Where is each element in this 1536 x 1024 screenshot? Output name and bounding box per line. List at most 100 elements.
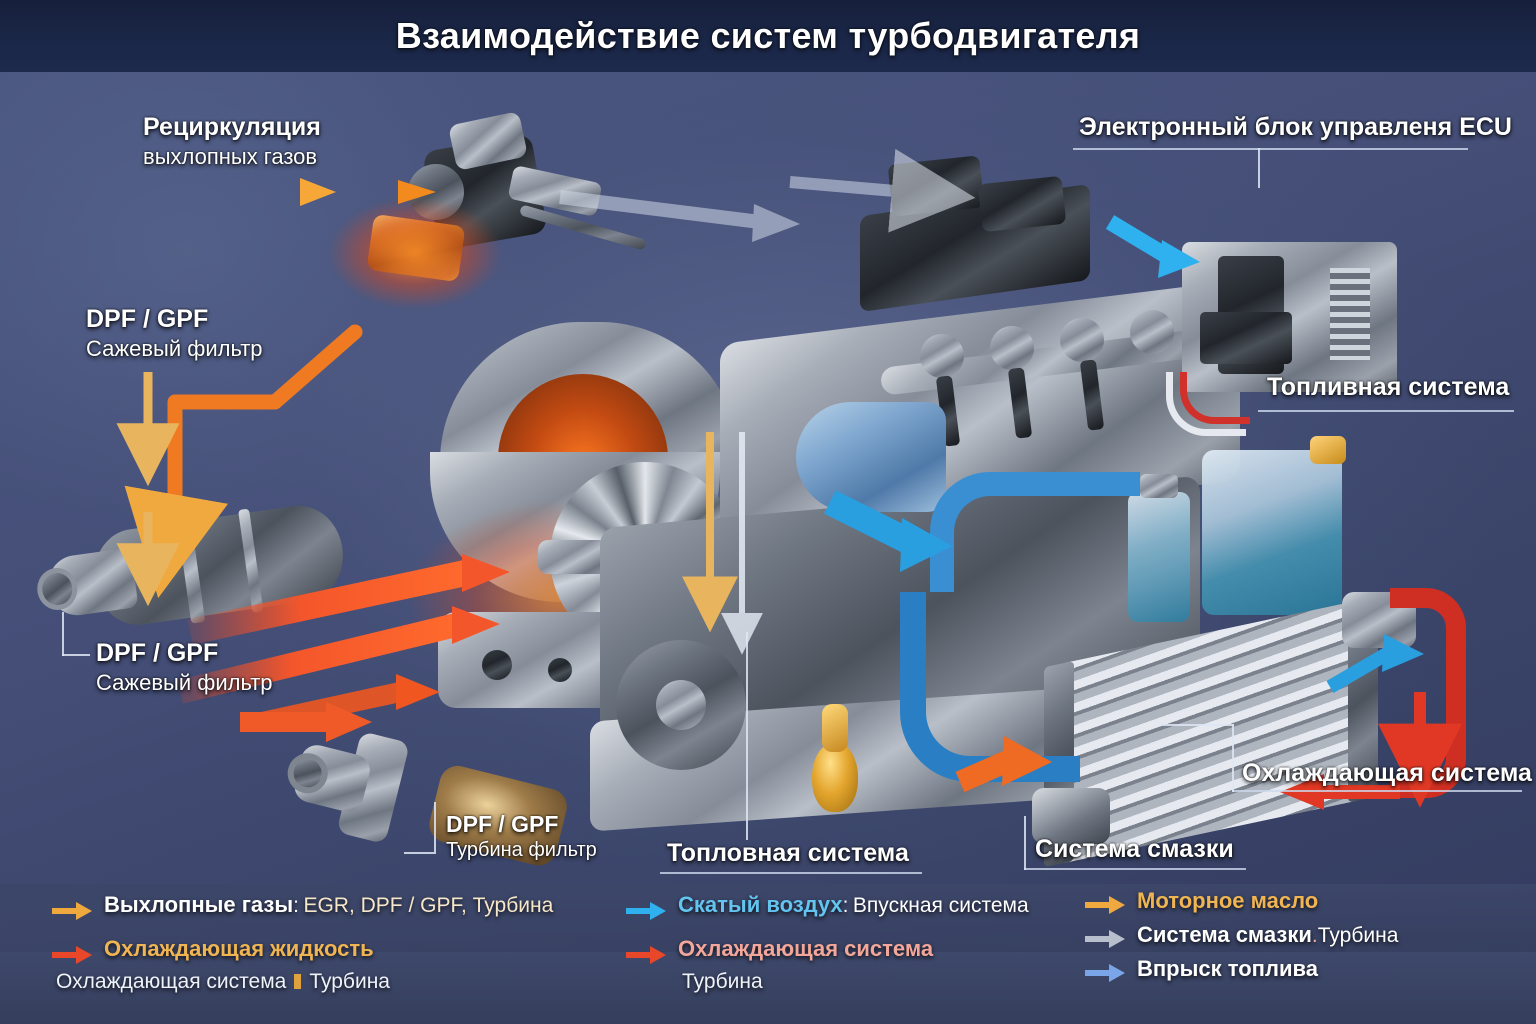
legend-arrow-icon (1085, 964, 1125, 982)
legend-row: Охлаждающая система (626, 936, 1076, 966)
callout-dpf-top-line2: Сажевый фильтр (86, 335, 263, 361)
callout-cooling: Охлаждающая система (1242, 758, 1532, 789)
callout-egr-line1: Рециркуляция (143, 113, 321, 141)
egr-ember-glow (330, 198, 500, 308)
arrow-egr-inbound (120, 178, 436, 206)
oil-dipstick-handle (822, 704, 848, 752)
legend-subline: Охлаждающая система Турбина (52, 970, 622, 994)
legend-value: Турбина (1317, 924, 1399, 947)
legend-row: Выхлопные газы: EGR, DPF / GPF, Турбина (52, 892, 622, 922)
cam-lobe-4 (1130, 310, 1174, 354)
flange-bolt-hole-1 (482, 650, 512, 680)
arrow-gas-flow-grey (559, 148, 976, 242)
callout-fuel-center-underline (660, 872, 922, 874)
callout-dpf-bottom-line1: DPF / GPF (446, 811, 559, 837)
legend-row-text: Скатый воздух: Впускная система (678, 892, 1029, 918)
intake-elbow (796, 402, 946, 512)
callout-dpf-bottom-line2: Турбина фильтр (446, 839, 597, 862)
legend-sep: : (293, 894, 299, 917)
cam-lobe-2 (990, 326, 1034, 370)
legend-value: Впускная система (852, 894, 1029, 917)
leader-cooling-v (1232, 724, 1234, 792)
coolant-tank-cap (1310, 436, 1346, 464)
legend-key: Охлаждающая жидкость (104, 936, 374, 961)
ecu-plug (1200, 312, 1292, 364)
arrow-sensor-to-ecu (1105, 215, 1200, 278)
legend-row: Скатый воздух: Впускная система (626, 892, 1076, 922)
legend-arrow-icon (52, 946, 92, 964)
callout-ecu: Электронный блок управленя ECU (1079, 112, 1512, 143)
callout-lubrication-line1: Система смазки (1035, 835, 1234, 863)
page-title: Взаимодействие систем турбодвигателя (395, 15, 1141, 56)
callout-ecu-line1: Электронный блок управленя ECU (1079, 113, 1512, 141)
intercooler-inlet-neck (1032, 788, 1110, 844)
legend-arrow-icon (626, 946, 666, 964)
legend-row: Моторное масло (1085, 888, 1525, 916)
legend-key: Охлаждающая система (678, 936, 934, 961)
callout-dpf-top-line1: DPF / GPF (86, 305, 209, 333)
legend-value: EGR, DPF / GPF, Турбина (303, 894, 554, 917)
legend-key: Моторное масло (1137, 888, 1319, 913)
callout-lubrication: Система смазки (1035, 834, 1234, 865)
ecu-wire-white (1166, 372, 1246, 436)
callout-cooling-underline (1232, 790, 1522, 792)
legend-key: Скатый воздух (678, 892, 843, 917)
legend-arrow-icon (1085, 896, 1125, 914)
callout-fuel-right-underline (1258, 410, 1514, 412)
callout-dpf-mid: DPF / GPF Сажевый фильтр (96, 638, 273, 696)
legend-sep: . (1311, 924, 1318, 947)
callout-fuel-center: Топловная система (667, 838, 909, 869)
leader-ecu-v (1258, 148, 1260, 188)
legend-row: Впрыск топлива (1085, 956, 1525, 984)
callout-ecu-underline (1073, 148, 1468, 150)
cam-lobe-3 (1060, 318, 1104, 362)
ecu-module (1182, 242, 1397, 392)
callout-fuel-right: Топливная система (1267, 372, 1509, 403)
legend-key: Впрыск топлива (1137, 956, 1318, 981)
legend-sub-separator (294, 974, 302, 989)
callout-egr: Рециркуляция выхлопных газов (143, 112, 321, 170)
legend-sub-right: Турбина (309, 970, 390, 993)
legend-arrow-icon (52, 902, 92, 920)
arrow-hot-air-to-intercooler (955, 736, 1052, 793)
arrow-dpf-mid (240, 702, 372, 742)
arrow-coolant-blue-return (1326, 634, 1424, 694)
legend-row-text: Охлаждающая жидкость (104, 936, 374, 962)
callout-dpf-top: DPF / GPF Сажевый фильтр (86, 304, 263, 362)
coolant-expansion-tank (1202, 450, 1342, 615)
egr-valve-assembly (330, 111, 647, 308)
legend-row-text: Система смазки.Турбина (1137, 922, 1398, 948)
legend-row-text: Впрыск топлива (1137, 956, 1318, 982)
legend-sep: : (842, 894, 849, 917)
flange-bolt-hole-2 (548, 658, 572, 682)
coolant-bottle-cap (1140, 474, 1178, 498)
callout-dpf-mid-line1: DPF / GPF (96, 639, 219, 667)
arrow-charge-air-to-engine (824, 490, 952, 572)
callout-fuel-right-line1: Топливная система (1267, 373, 1510, 401)
callout-cooling-line1: Охлаждающая система (1242, 759, 1532, 787)
legend-row: Охлаждающая жидкость (52, 936, 622, 966)
legend-row-text: Выхлопные газы: EGR, DPF / GPF, Турбина (104, 892, 553, 918)
callout-dpf-bottom: DPF / GPF Турбина фильтр (446, 810, 597, 863)
engine-block (560, 155, 1260, 872)
legend-column-1: Выхлопные газы: EGR, DPF / GPF, Турбина … (52, 892, 622, 994)
legend-row-text: Охлаждающая система (678, 936, 933, 962)
leader-lubrication-v (1024, 816, 1026, 870)
diagram-canvas: Рециркуляция выхлопных газов DPF / GPF С… (0, 72, 1536, 952)
callout-lubrication-underline (1024, 868, 1246, 870)
arrow-oil-flow (682, 432, 763, 655)
legend-sub-left: Охлаждающая система (56, 970, 287, 993)
cam-lobe-1 (920, 334, 964, 378)
callout-fuel-center-line1: Топловная система (667, 839, 909, 867)
crankshaft-pulley-hub (656, 680, 706, 730)
legend-panel: Выхлопные газы: EGR, DPF / GPF, Турбина … (0, 884, 1536, 1024)
legend-column-3: Моторное масло Система смазки.Турбина Вп… (1085, 888, 1525, 988)
legend-column-2: Скатый воздух: Впускная система Охлаждаю… (626, 892, 1076, 994)
leader-cooling-h (1160, 724, 1234, 726)
oil-drop (812, 742, 858, 812)
arrow-coolant-loop (1280, 692, 1462, 810)
legend-subline: Турбина (682, 970, 763, 993)
legend-arrow-icon (1085, 930, 1125, 948)
legend-row: Система смазки.Турбина (1085, 922, 1525, 950)
leader-dpf-mid-h (62, 654, 90, 656)
